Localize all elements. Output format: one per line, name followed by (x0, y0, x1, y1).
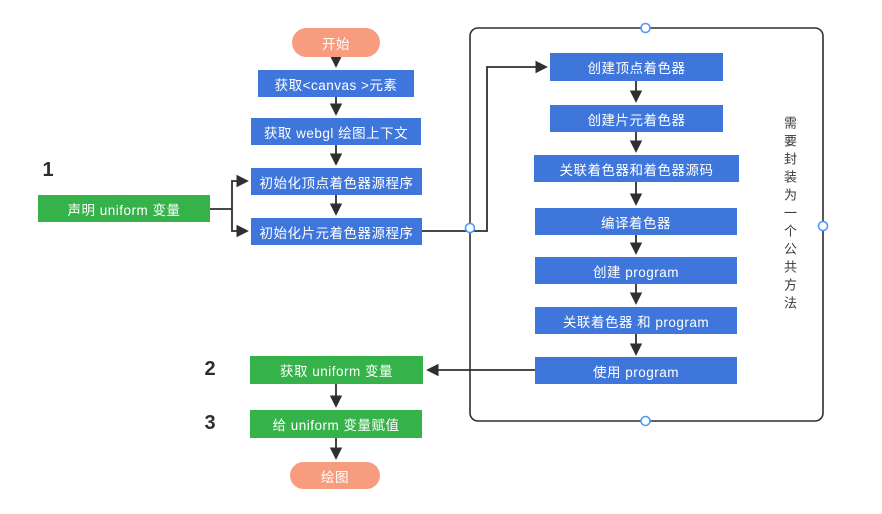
node-compile-shader[interactable]: 编译着色器 (535, 208, 737, 235)
step-label-3: 3 (204, 412, 216, 434)
node-create-fragment-shader[interactable]: 创建片元着色器 (550, 105, 723, 132)
node-start[interactable]: 开始 (292, 28, 380, 57)
node-draw[interactable]: 绘图 (290, 462, 380, 489)
connection-handle-bottom[interactable] (640, 415, 651, 427)
node-use-program[interactable]: 使用 program (535, 357, 737, 384)
node-init-vertex-source[interactable]: 初始化顶点着色器源程序 (251, 168, 422, 195)
connector-initfragment-to-createvertex (422, 60, 548, 232)
node-get-context[interactable]: 获取 webgl 绘图上下文 (251, 118, 421, 145)
node-init-fragment-source[interactable]: 初始化片元着色器源程序 (251, 218, 422, 245)
node-create-program[interactable]: 创建 program (535, 257, 737, 284)
node-attach-shader-program[interactable]: 关联着色器 和 program (535, 307, 737, 334)
step-label-2: 2 (204, 358, 216, 380)
node-set-uniform[interactable]: 给 uniform 变量赋值 (250, 410, 422, 438)
node-get-canvas[interactable]: 获取<canvas >元素 (258, 70, 414, 97)
vertical-note: 需要封装为一个公共方法 (782, 116, 797, 314)
node-declare-uniform[interactable]: 声明 uniform 变量 (38, 195, 210, 222)
step-label-1: 1 (42, 159, 54, 181)
connection-handle-left[interactable] (464, 222, 476, 234)
connection-handle-top[interactable] (640, 22, 651, 34)
node-get-uniform[interactable]: 获取 uniform 变量 (250, 356, 423, 384)
connector-declare-to-initfragment (231, 209, 249, 238)
node-create-vertex-shader[interactable]: 创建顶点着色器 (550, 53, 723, 81)
node-attach-shader-source[interactable]: 关联着色器和着色器源码 (534, 155, 739, 182)
connection-handle-right[interactable] (817, 220, 829, 232)
connector-declare-to-initvertex (210, 174, 249, 210)
